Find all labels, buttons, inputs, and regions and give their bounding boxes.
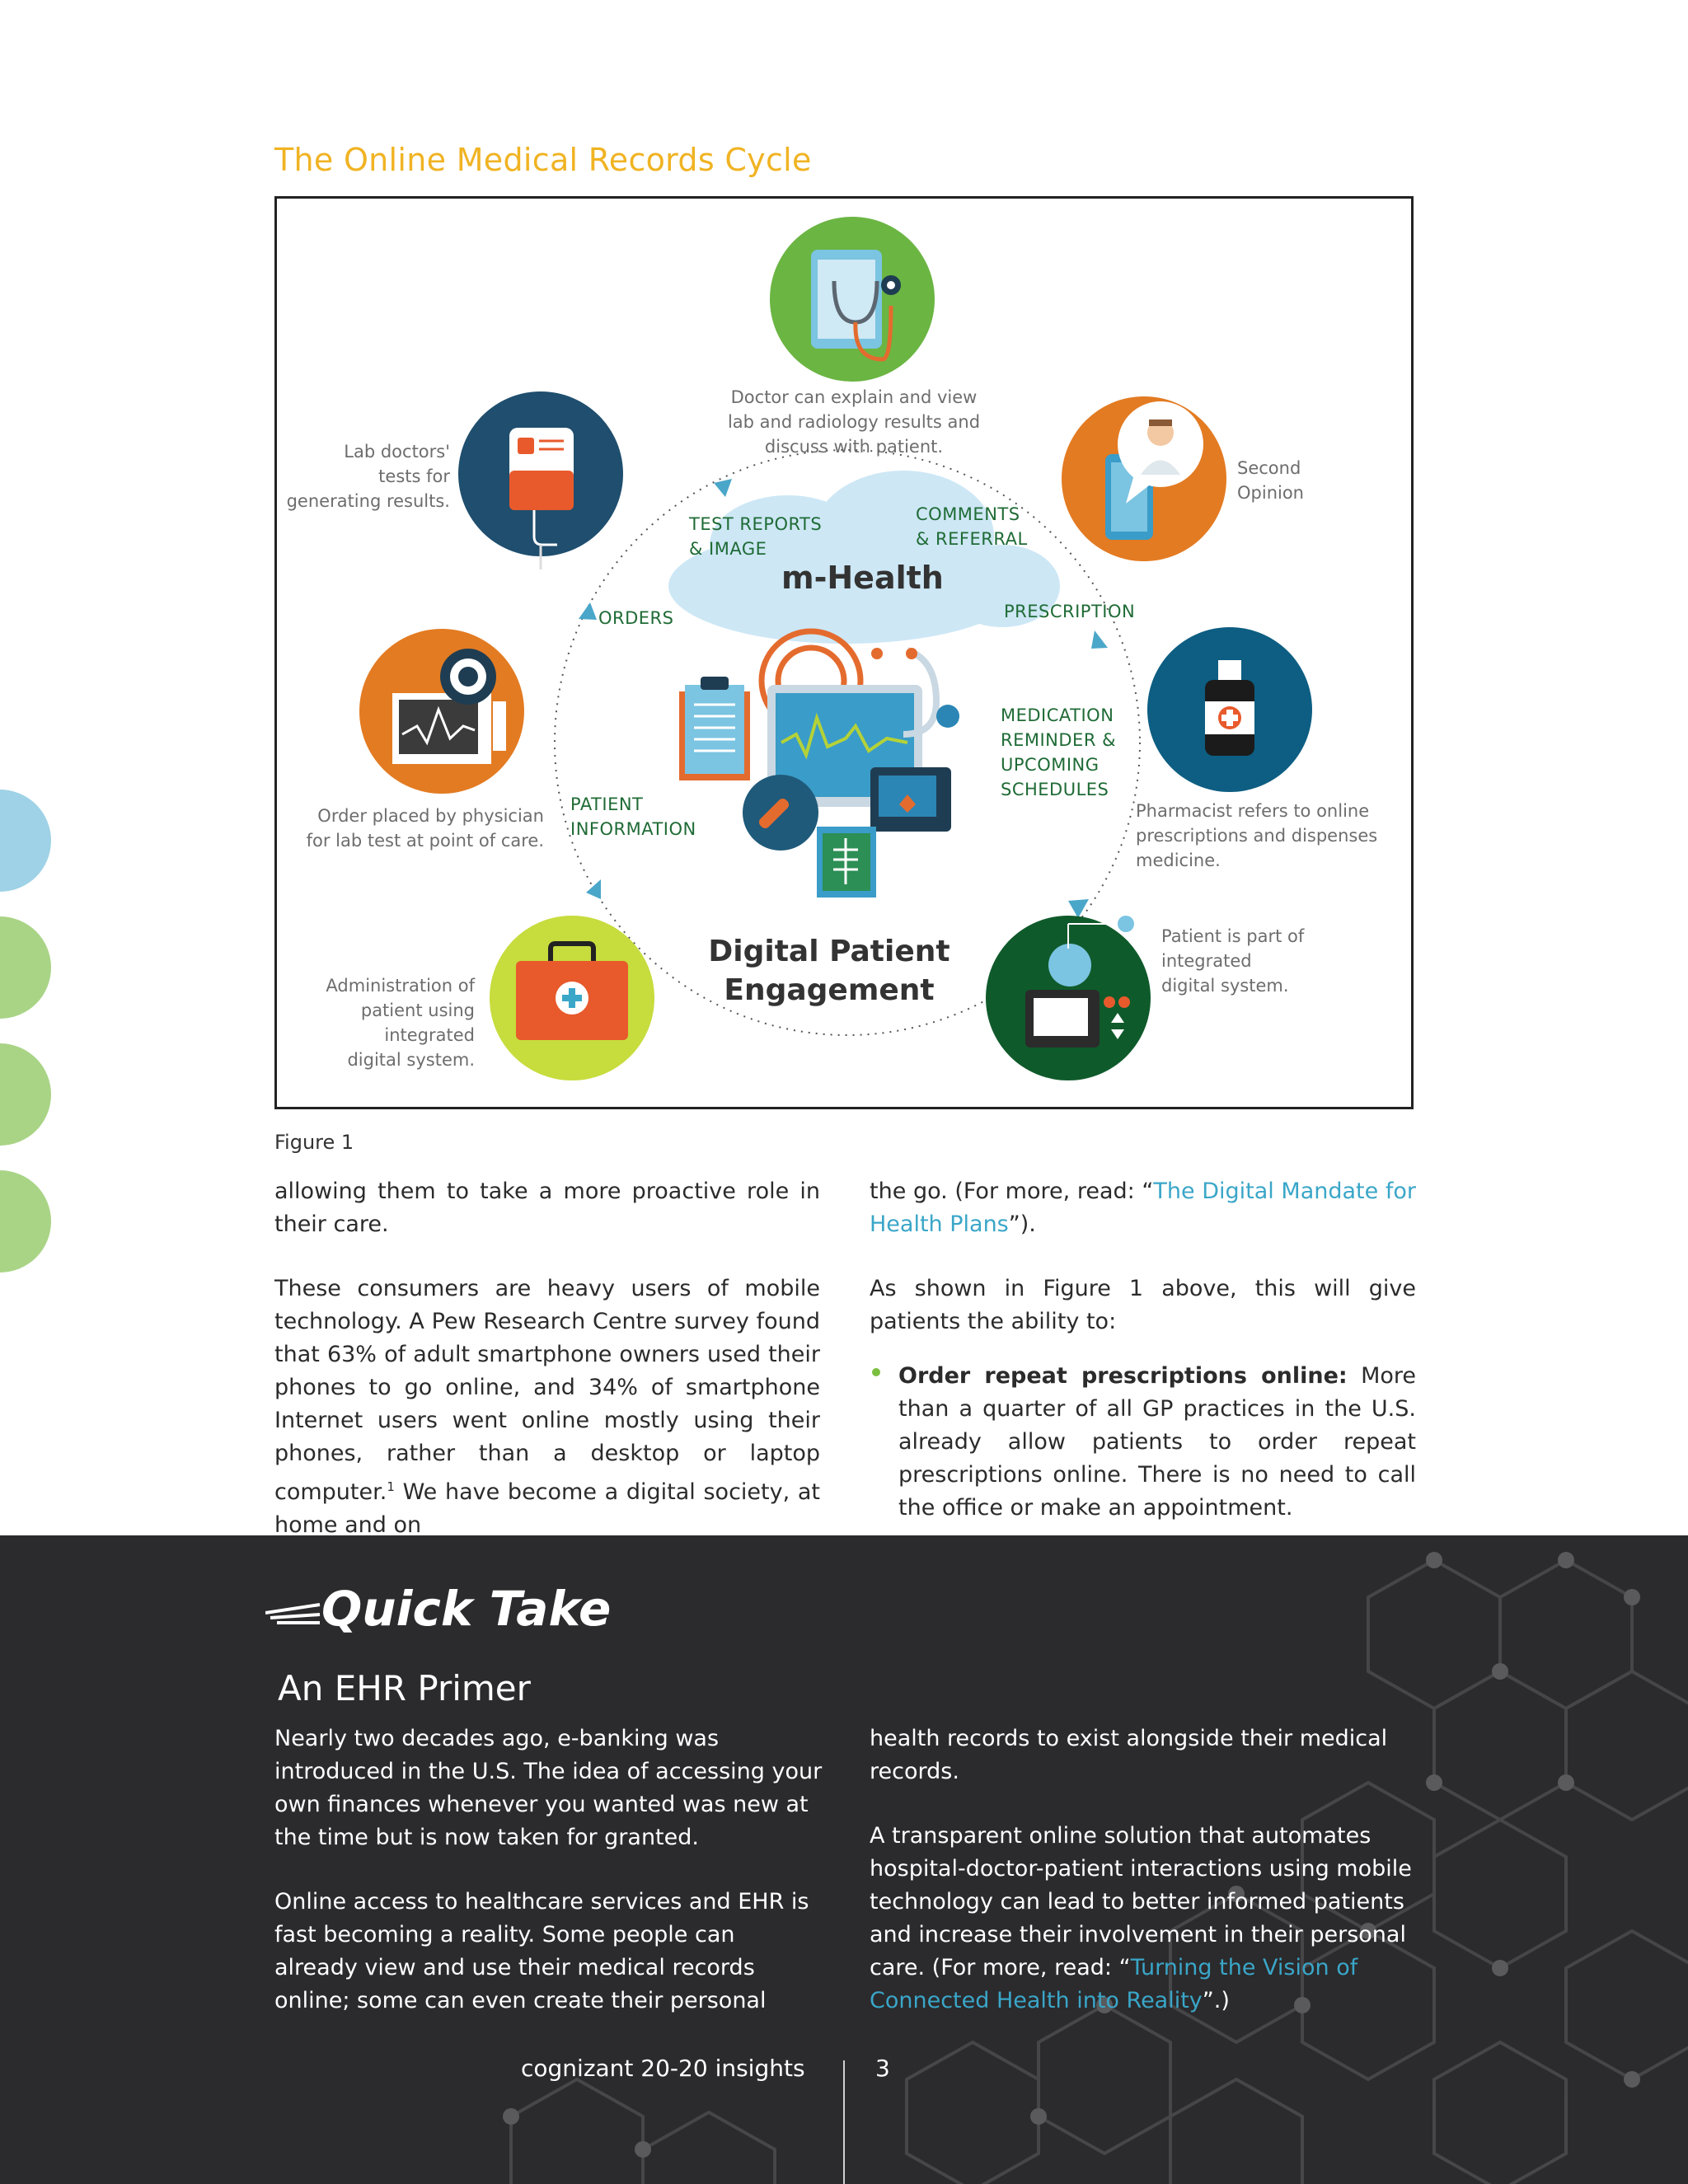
hexagon-network-background (503, 1552, 1688, 2184)
figure-online-medical-records-cycle: m-Health Digital Patient Engagement TEST… (274, 196, 1414, 1109)
quick-take-left-paragraph-2: Online access to healthcare services and… (274, 1889, 809, 2013)
m-health-label: m-Health (781, 560, 944, 596)
cycle-diagram (359, 217, 1312, 1080)
quick-take-right-column: health records to exist alongside their … (870, 1722, 1416, 2042)
figure-title: The Online Medical Records Cycle (274, 142, 812, 178)
body-left-column: allowing them to take a more proactive r… (274, 1175, 820, 1567)
blood-bag-icon (458, 391, 623, 569)
publication-name: cognizant 20-20 insights (521, 2055, 805, 2082)
connected-health-link[interactable]: Turning the Vision of Connected Health i… (870, 1955, 1358, 2013)
digital-patient-engagement-label: Digital Patient Engagement (706, 932, 953, 1010)
tablet-stethoscope-icon (770, 217, 935, 382)
doctor-phone-icon (1062, 396, 1226, 561)
comments-referral-label: COMMENTS& REFERRAL (916, 504, 1028, 549)
dpe-line-2: Engagement (724, 973, 935, 1007)
quick-take-subtitle: An EHR Primer (278, 1668, 531, 1708)
figure-caption: Figure 1 (274, 1131, 354, 1154)
body-right-paragraph-1: the go. (For more, read: “The Digital Ma… (870, 1179, 1416, 1237)
first-aid-kit-icon (490, 916, 654, 1080)
test-reports-label: TEST REPORTS& IMAGE (689, 514, 823, 559)
side-dot-green-1 (0, 916, 51, 1019)
dpe-line-1: Digital Patient (708, 935, 950, 968)
body-right-paragraph-2: As shown in Figure 1 above, this will gi… (870, 1276, 1416, 1334)
speed-lines-icon (265, 1603, 321, 1624)
body-left-paragraph-2: These consumers are heavy users of mobil… (274, 1276, 820, 1538)
quick-take-title: Quick Take (321, 1581, 612, 1637)
monitor-gear-icon (359, 629, 524, 794)
quick-take-right-paragraph-2: A transparent online solution that autom… (870, 1823, 1412, 2013)
cycle-path (554, 449, 1141, 1036)
quick-take-right-paragraph-1: health records to exist alongside their … (870, 1726, 1388, 1784)
body-right-column: the go. (For more, read: “The Digital Ma… (870, 1175, 1416, 1363)
quick-take-left-column: Nearly two decades ago, e-banking was in… (274, 1722, 823, 2042)
side-dot-green-3 (0, 1170, 51, 1272)
digital-mandate-link[interactable]: The Digital Mandate for Health Plans (870, 1179, 1416, 1237)
page-number: 3 (875, 2055, 890, 2082)
prescription-label: PRESCRIPTION (1004, 602, 1136, 621)
bullet-item: Order repeat prescriptions online: More … (898, 1363, 1416, 1521)
orders-label: ORDERS (598, 608, 674, 628)
cloud-icon (668, 471, 1060, 644)
medicine-bottle-icon (1147, 627, 1312, 792)
footer-divider (843, 2060, 845, 2184)
side-dot-blue (0, 790, 51, 892)
medical-device-icon (986, 916, 1151, 1080)
central-devices-icon (679, 628, 959, 898)
bullet-dot-icon (872, 1368, 880, 1376)
quick-take-left-paragraph-1: Nearly two decades ago, e-banking was in… (274, 1726, 823, 1850)
side-dot-green-2 (0, 1043, 51, 1146)
body-left-paragraph-1: allowing them to take a more proactive r… (274, 1179, 820, 1237)
